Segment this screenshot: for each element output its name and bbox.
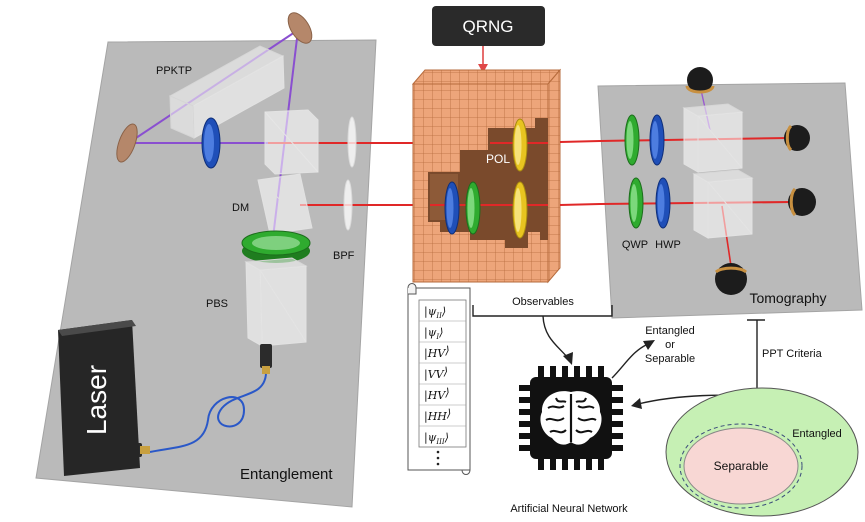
ppt-label: PPT Criteria [762, 348, 823, 360]
cube-green-plate [465, 181, 481, 235]
observables-arrowhead [563, 352, 573, 365]
tomography-title: Tomography [749, 290, 826, 306]
ket-item: |HV⟩ [424, 344, 450, 361]
pbs-label: PBS [206, 298, 228, 310]
pol-label: POL [486, 152, 510, 166]
output-arrow [611, 344, 647, 379]
entangled-region-label: Entangled [792, 428, 842, 440]
tomography-platform: QWP HWP Tomography [559, 67, 863, 319]
optical-fiber [149, 373, 267, 453]
hwp-label: HWP [655, 239, 681, 251]
detector-bottom [714, 263, 748, 295]
detector-right-lower [788, 187, 816, 217]
separable-boundary [679, 423, 803, 509]
ppktp-label: PPKTP [156, 65, 192, 77]
entanglement-platform: PPKTP DM BPF [35, 12, 413, 508]
ket-item: |ψI⟩ [424, 326, 443, 341]
dichroic-mirror [257, 173, 313, 235]
ppt-arrowhead [631, 398, 642, 409]
ket-item: |ψIII⟩ [424, 431, 449, 446]
beam-lower-gap [559, 203, 601, 206]
detector-top [685, 67, 715, 94]
observables-arrow [542, 315, 569, 359]
qrng-box [432, 6, 545, 46]
ket-item: |HH⟩ [424, 407, 451, 424]
hwp-lower [655, 177, 671, 229]
neural-network-label: Artificial Neural Network [510, 503, 628, 515]
ellipsis-dots [436, 450, 440, 466]
entanglement-title: Entanglement [240, 466, 333, 483]
beam-upper-gap [559, 140, 601, 143]
ket-item: |HV⟩ [424, 386, 450, 403]
observables-bracket [472, 305, 613, 317]
chip-pins [519, 366, 623, 470]
separable-region-label: Separable [714, 459, 769, 473]
pump-waveplate [241, 230, 311, 263]
output-arrowhead [643, 340, 655, 350]
cube-yellow-plate-upper [512, 118, 528, 172]
top-mirror [287, 12, 313, 44]
upper-beam-splitter [264, 109, 319, 175]
detector-right-upper [784, 124, 810, 152]
separable-region [683, 427, 799, 505]
neural-network-chip [519, 366, 623, 470]
bpf-label: BPF [333, 250, 355, 262]
cube-yellow-plate-lower [512, 181, 528, 239]
cube-blue-plate [444, 181, 460, 235]
ket-item: |ψII⟩ [424, 305, 446, 320]
qwp-lower [628, 177, 644, 229]
ket-item: |VV⟩ [424, 365, 448, 382]
tomography-pbs-lower [692, 169, 754, 239]
output-line-3: Separable [645, 353, 695, 365]
ket-list-frame [418, 299, 467, 448]
qwp-upper [624, 114, 640, 166]
qrng-block: QRNG [432, 6, 545, 73]
bpf-lower [343, 179, 353, 231]
polarization-cube: POL [411, 68, 562, 284]
laser-label: Laser [81, 365, 112, 435]
left-blue-lens [201, 117, 221, 169]
hwp-upper [649, 114, 665, 166]
laser-box: Laser [58, 320, 140, 476]
state-space-diagram: Entangled Separable [665, 387, 859, 517]
observables-label: Observables [512, 296, 574, 308]
brain-icon [540, 391, 602, 445]
qrng-arrowhead [478, 64, 488, 73]
fiber-coupler [260, 344, 272, 374]
left-mirror [116, 123, 138, 163]
observables-scroll: |ψII⟩ |ψI⟩ |HV⟩ |VV⟩ |HV⟩ |HH⟩ |ψIII⟩ [407, 283, 471, 475]
bpf-upper [347, 116, 357, 168]
dm-label: DM [232, 202, 249, 214]
ppktp-crystal [168, 45, 285, 139]
pbs-cube [244, 257, 308, 347]
qrng-label: QRNG [463, 17, 514, 36]
ket-rows: |ψII⟩ |ψI⟩ |HV⟩ |VV⟩ |HV⟩ |HH⟩ |ψIII⟩ [419, 305, 466, 446]
qwp-label: QWP [622, 239, 648, 251]
output-line-2: or [665, 339, 675, 351]
output-line-1: Entangled [645, 325, 695, 337]
tomography-pbs-upper [682, 103, 744, 173]
